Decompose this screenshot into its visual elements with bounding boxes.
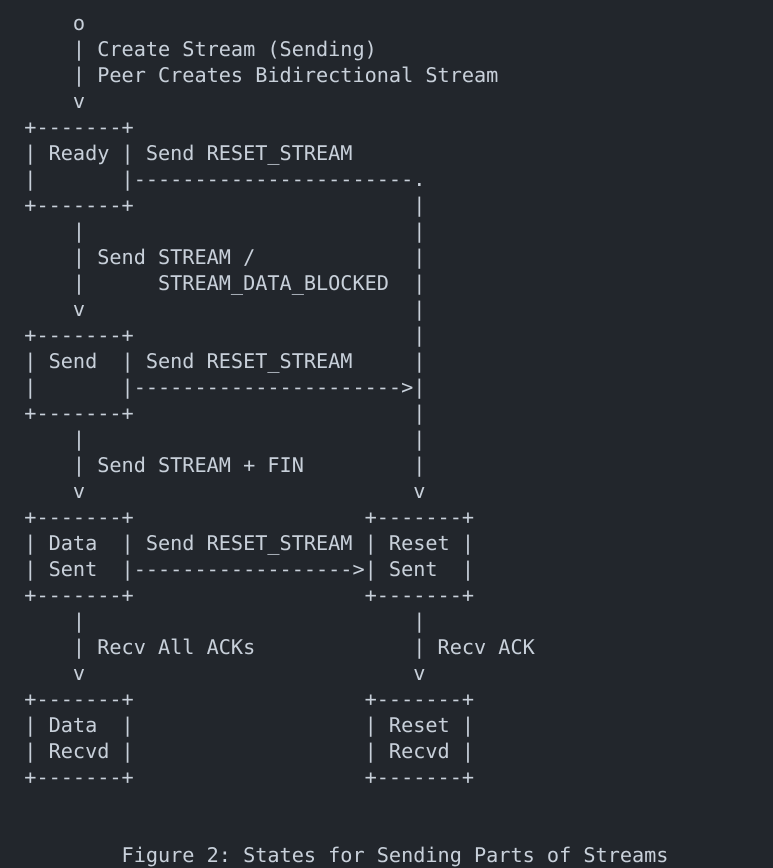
ascii-state-diagram: o | Create Stream (Sending) | Peer Creat… (24, 11, 669, 867)
ascii-figure-container: o | Create Stream (Sending) | Peer Creat… (24, 11, 669, 867)
